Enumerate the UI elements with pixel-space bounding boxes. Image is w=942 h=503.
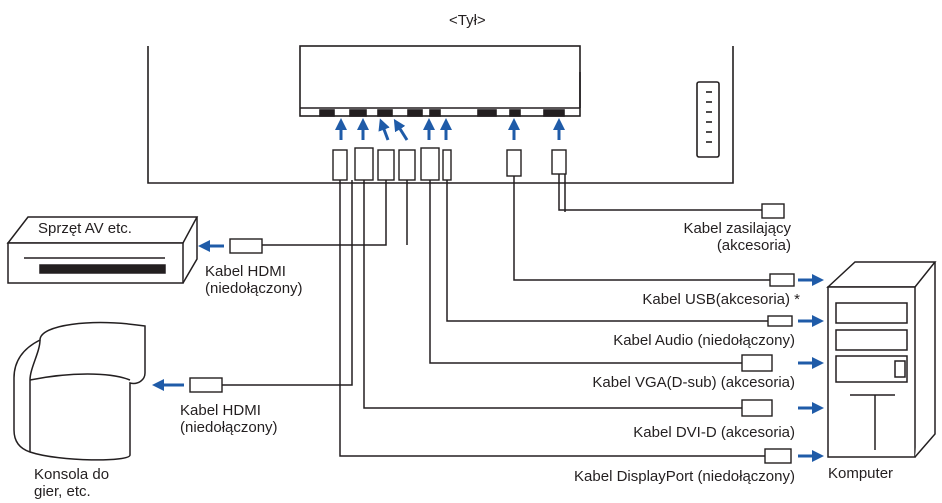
cable-end-plugs xyxy=(189,203,795,464)
cable-label-hdmi-av-1: Kabel HDMI xyxy=(205,263,286,280)
cable-label-displayport: Kabel DisplayPort (niedołączony) xyxy=(574,468,795,485)
cable-label-usb: Kabel USB(akcesoria) * xyxy=(642,291,800,308)
cable-label-hdmi-console-2: (niedołączony) xyxy=(180,419,278,436)
av-equipment xyxy=(6,216,199,284)
game-console xyxy=(13,321,146,461)
cable-label-dvi: Kabel DVI-D (akcesoria) xyxy=(633,424,795,441)
cable-label-power-1: Kabel zasilający xyxy=(683,220,791,237)
plug-connectors xyxy=(332,147,567,181)
device-label-computer: Komputer xyxy=(828,465,894,482)
device-arrows xyxy=(152,240,824,462)
device-label-av: Sprzęt AV etc. xyxy=(38,220,132,237)
computer-tower xyxy=(826,261,937,458)
cable-label-vga: Kabel VGA(D-sub) (akcesoria) xyxy=(592,374,795,391)
cable-label-power-2: (akcesoria) xyxy=(716,237,791,254)
device-label-console-2: gier, etc. xyxy=(34,483,91,500)
cable-label-hdmi-av-2: (niedołączony) xyxy=(205,280,303,297)
port-arrows xyxy=(335,118,565,141)
diagram-title: <Tył> xyxy=(449,12,486,29)
cable-label-hdmi-console-1: Kabel HDMI xyxy=(180,402,261,419)
monitor-back xyxy=(147,45,734,184)
device-label-console-1: Konsola do xyxy=(34,466,110,483)
cable-lines xyxy=(222,174,770,457)
cable-label-audio: Kabel Audio (niedołączony) xyxy=(613,332,795,349)
